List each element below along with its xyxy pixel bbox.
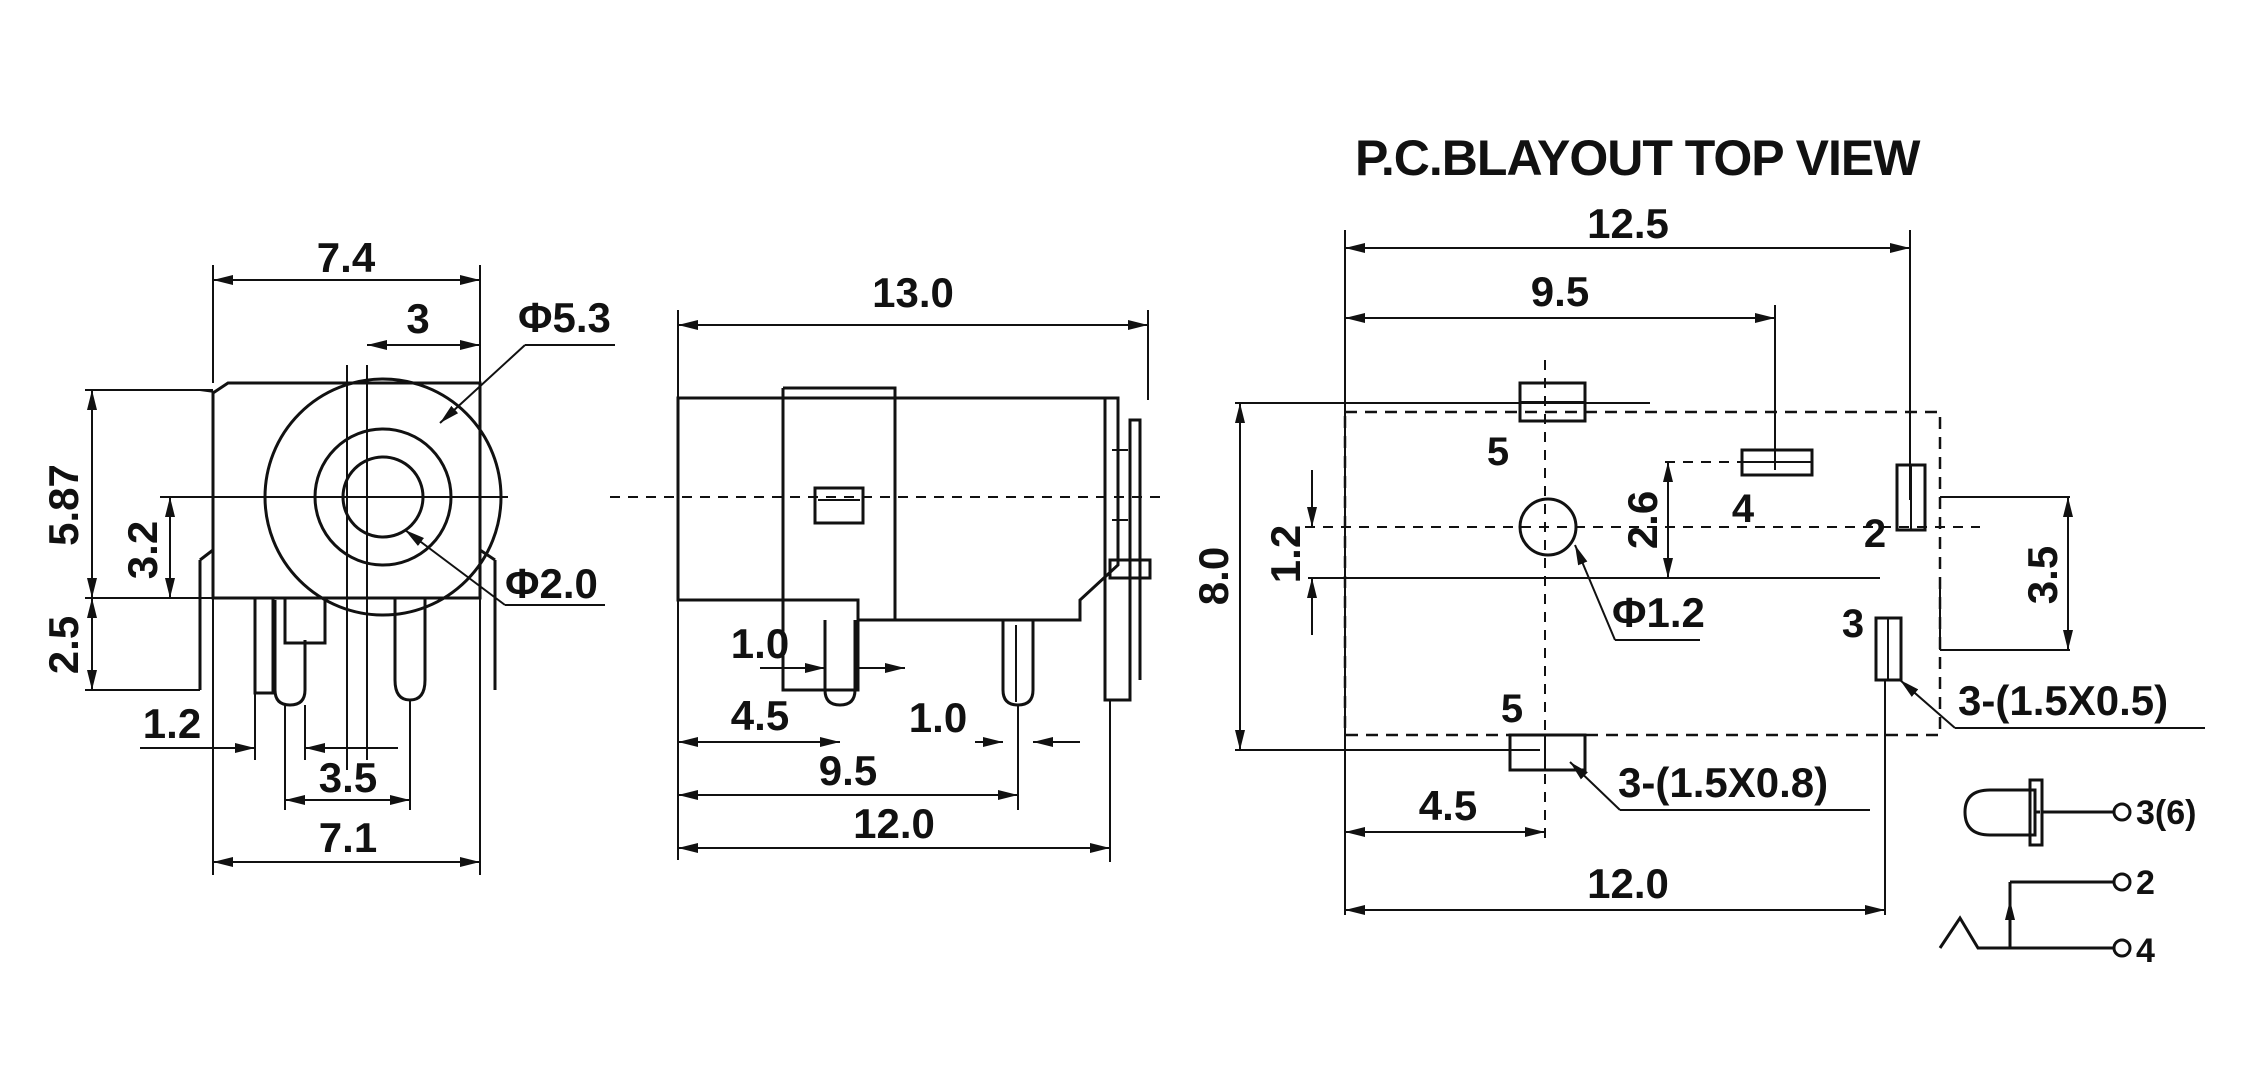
- dim-side-length: 13.0: [872, 269, 954, 316]
- side-body-outline: [676, 396, 1120, 622]
- dim-pcb-length-bottom: 12.0: [1587, 860, 1669, 907]
- pcb-pin-label-4: 4: [1732, 487, 1755, 531]
- pcb-pin-label-5-top: 5: [1487, 430, 1509, 474]
- schematic-label-2: 2: [2136, 864, 2155, 902]
- pcb-pin-label-5-bottom: 5: [1501, 687, 1523, 731]
- schematic-terminal-3-6: [2112, 802, 2132, 822]
- dim-pcb-width-pin4: 9.5: [1531, 268, 1589, 315]
- pcb-pin-label-2: 2: [1864, 512, 1886, 556]
- dim-pin-w: 1.2: [143, 700, 201, 747]
- schematic-label-3-6: 3(6): [2136, 794, 2196, 832]
- dim-width-top: 7.4: [317, 234, 376, 281]
- side-pin-1: [823, 620, 857, 707]
- front-view: 7.4 3 Φ5.3 Φ2.0 5.87 3.2 2.5 1.2 3.5: [40, 234, 615, 875]
- schematic-label-4: 4: [2136, 932, 2155, 970]
- dim-pcb-pin5-pos: 4.5: [1419, 782, 1477, 829]
- pcb-view-title: P.C.BLAYOUT TOP VIEW: [1355, 130, 1921, 186]
- dim-side-pin-w2: 1.0: [909, 694, 967, 741]
- dim-pcb-pin4-offset: 2.6: [1619, 491, 1666, 549]
- front-body-outline: [211, 381, 482, 600]
- dim-pcb-pin2-offset: 3.5: [2019, 546, 2066, 604]
- dim-width-bottom: 7.1: [319, 814, 377, 861]
- dim-pin-len: 2.5: [40, 616, 87, 674]
- side-window: [813, 486, 865, 525]
- dim-offset-3: 3: [406, 295, 429, 342]
- dim-side-pin-pos1: 4.5: [731, 692, 789, 739]
- schematic-terminal-4: [2112, 938, 2132, 958]
- dim-side-pin-pos2: 9.5: [819, 747, 877, 794]
- side-pin-2: [1001, 620, 1035, 707]
- pcb-layout-view: P.C.BLAYOUT TOP VIEW 5 4 2 3 5: [1190, 130, 2205, 915]
- dim-pcb-width-total: 12.5: [1587, 200, 1669, 247]
- schematic-plug-symbol: [1963, 788, 2037, 837]
- dim-pcb-slot-spec-2: 3-(1.5X0.8): [1618, 759, 1828, 806]
- dim-height-center: 3.2: [119, 521, 166, 579]
- dim-side-pin-w1: 1.0: [731, 620, 789, 667]
- dim-pcb-slot-spec-1: 3-(1.5X0.5): [1958, 677, 2168, 724]
- dim-pcb-height: 8.0: [1190, 547, 1237, 605]
- dim-side-length-bottom: 12.0: [853, 800, 935, 847]
- dim-dia-outer: Φ5.3: [518, 294, 611, 341]
- schematic-terminal-2: [2112, 872, 2132, 892]
- jack-schematic: 3(6) 2 4: [1938, 778, 2196, 970]
- front-pin-left: [253, 596, 275, 695]
- side-view: 13.0 1.0 1.0 4.5 9.5 12.0: [610, 269, 1160, 862]
- dim-pcb-hole-offset: 1.2: [1262, 525, 1309, 583]
- pcb-center-hole: [1518, 497, 1578, 557]
- pcb-pin-label-3: 3: [1842, 602, 1864, 646]
- dim-pin-pitch: 3.5: [319, 754, 377, 801]
- pcb-slot-5-bottom: [1508, 733, 1587, 772]
- dim-pcb-hole-dia: Φ1.2: [1612, 589, 1705, 636]
- pcb-outline: [1343, 410, 1942, 737]
- dim-dia-inner: Φ2.0: [505, 560, 598, 607]
- dim-height-total: 5.87: [40, 464, 87, 546]
